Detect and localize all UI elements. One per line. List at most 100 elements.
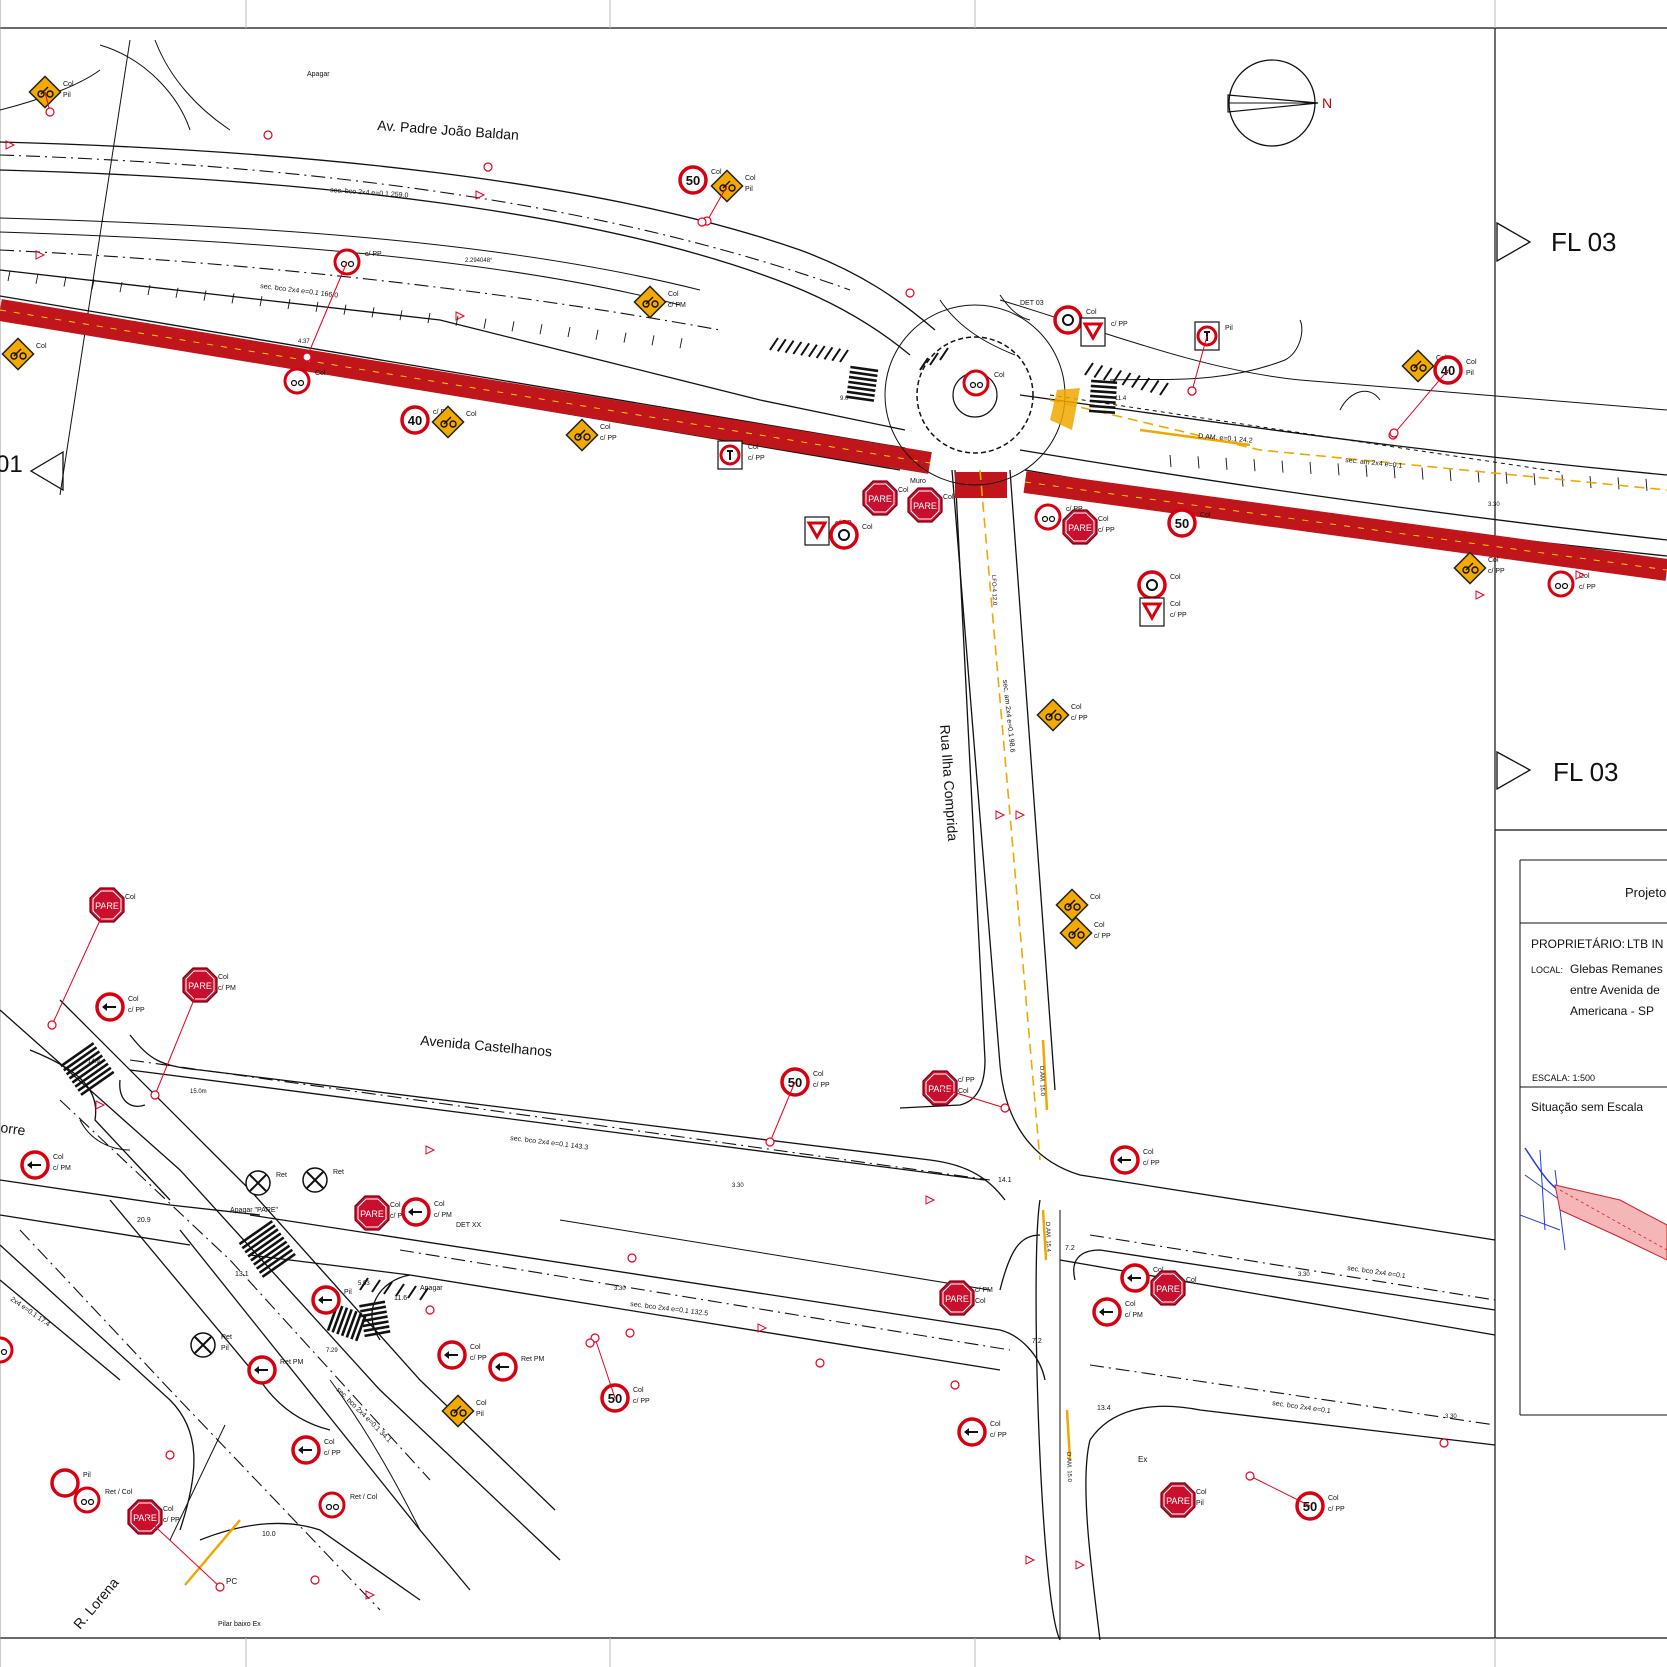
sign-note: Pil: [83, 1472, 91, 1479]
sign-note: c/ PP: [324, 1450, 341, 1457]
sign-note: Col: [1094, 922, 1105, 929]
sign-arrow-5: Pil: [311, 1285, 352, 1315]
sign-pole: [627, 1253, 637, 1263]
kerb-tick: [1309, 461, 1312, 475]
sign-text: 50: [686, 173, 700, 188]
sign-roundabout-1: Col: [1053, 305, 1097, 335]
hatch-stroke: [808, 344, 818, 358]
kerb-tick: [371, 307, 375, 318]
dim-5: 3.30: [1445, 1414, 1457, 1420]
sign-text: PARE: [868, 494, 892, 504]
sign-bike-prohibit-7: [0, 1336, 14, 1364]
sign-warning-round-1: Col: [431, 405, 477, 439]
sign-text: 50: [608, 1391, 622, 1406]
sign-note: c/ PP: [390, 1213, 407, 1220]
kerb-tick: [1421, 467, 1424, 480]
sign-note: Col: [315, 370, 326, 377]
bike-lane: [0, 299, 1667, 581]
kerb-ticks: [7, 270, 1648, 491]
sign-text: PARE: [1166, 1496, 1190, 1506]
street-label-torre: orre: [0, 1119, 27, 1138]
sign-pole: [697, 217, 707, 227]
sign-pole: [483, 162, 493, 172]
note-apagar: Apagar: [307, 71, 330, 78]
arrow-marker: [425, 1145, 435, 1155]
arrow-marker: [365, 1590, 375, 1600]
sheet-ref-top: FL 03: [1551, 227, 1617, 257]
title-local-line2: entre Avenida de: [1570, 983, 1660, 997]
sign-note: Col: [748, 444, 759, 451]
kerb-tick: [287, 298, 291, 310]
leader-line: [306, 261, 348, 358]
sign-bike-prohibit-2: Col: [283, 367, 326, 395]
sign-note: c/ PP: [1488, 568, 1505, 575]
kerb-tick: [651, 335, 655, 346]
sign-note: Col: [943, 494, 954, 501]
sign-note: c/ PP: [1098, 527, 1115, 534]
arrow-marker: [1075, 1560, 1085, 1570]
sign-pole: [905, 288, 915, 298]
roundabout: [884, 304, 1561, 486]
sign-note: c/ PP: [128, 1007, 145, 1014]
dim-1: 4.37: [298, 339, 310, 345]
sign-pole: [310, 1575, 320, 1585]
sign-note: Col: [1125, 1301, 1136, 1308]
situation-map: [1519, 1147, 1667, 1261]
hatch-stroke: [792, 341, 803, 355]
hatch-stroke: [1102, 367, 1113, 381]
sign-roundabout-2: Col: [829, 520, 873, 550]
yellow-solid: [184, 428, 1251, 1586]
sign-note: Ret / Col: [105, 1489, 133, 1496]
sign-note: Col: [1186, 1277, 1197, 1284]
sign-note: Col: [1196, 1489, 1207, 1496]
sign-note: Ret PM: [280, 1359, 304, 1366]
sign-note: c/ PP: [633, 1398, 650, 1405]
hatch-stroke: [1149, 379, 1160, 394]
dim-20: 11.4: [1115, 396, 1127, 402]
sign-note: Col: [476, 1400, 487, 1407]
sign-bike-prohibit-1: c/ PP: [302, 248, 382, 362]
sign-note: c/ PP: [1143, 1160, 1160, 1167]
sheet-ref-left: 01: [0, 451, 23, 478]
leader-line: [144, 1516, 221, 1588]
sheet-ref-middle: FL 03: [1553, 757, 1619, 787]
kerb-tick: [203, 290, 207, 301]
hatch-stroke: [784, 340, 795, 354]
kerb-tick: [7, 270, 11, 282]
sign-note: Col: [862, 524, 873, 531]
dim-2: 3.30: [732, 1183, 744, 1189]
sign-note: Col: [1153, 1267, 1164, 1274]
sign-note: Col: [434, 1201, 445, 1208]
sign-note: Pil: [221, 1345, 229, 1352]
note-sec-9: sec. bco 2x4 e=0.1 34.1: [335, 1386, 393, 1444]
note-dam-3: D.AM. 15.4: [1044, 1222, 1051, 1253]
arrow-marker: [1015, 810, 1025, 820]
sign-note: Col: [1328, 1495, 1339, 1502]
kerb-tick: [455, 315, 459, 326]
hatch-stroke: [1084, 362, 1094, 376]
sign-note: Ret: [333, 1169, 344, 1176]
sign-text: 50: [1175, 516, 1189, 531]
dim-6: 3.30: [1488, 502, 1500, 508]
hatch-stroke: [1121, 372, 1132, 386]
sign-pole: [425, 1305, 435, 1315]
sign-note: c/ PP: [748, 455, 765, 462]
arrow-marker: [925, 1195, 935, 1205]
sign-note: Ret: [221, 1334, 232, 1341]
hatch-stroke: [1131, 374, 1141, 389]
kerb-tick: [343, 304, 347, 315]
arrow-marker: [995, 810, 1005, 820]
sign-text: PARE: [360, 1209, 384, 1219]
kerb-tick: [595, 329, 599, 340]
note-apagar-pare: Apagar "PARE": [230, 1207, 279, 1214]
